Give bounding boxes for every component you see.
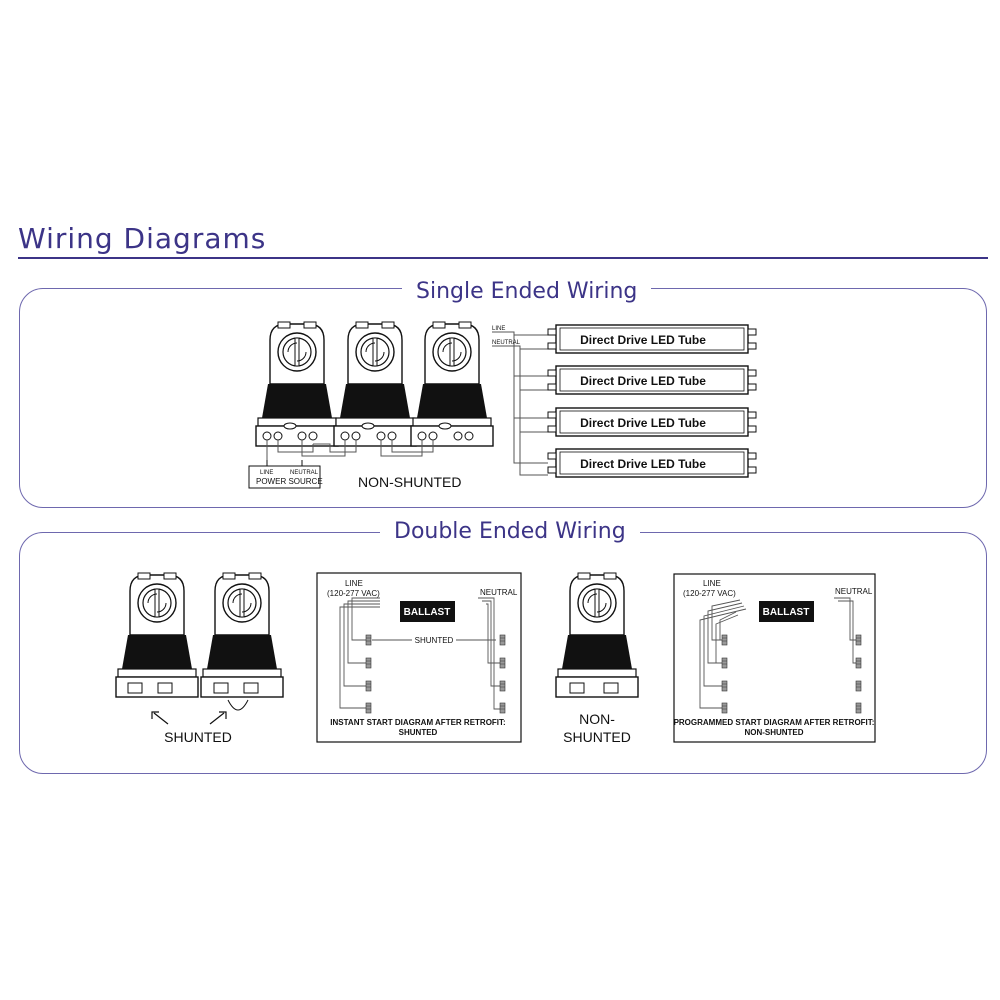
- instant-start-shunted-label: SHUNTED: [415, 636, 454, 645]
- power-source-line-label: LINE: [260, 470, 273, 476]
- instant-start-caption-line2: SHUNTED: [399, 728, 438, 737]
- shunted-socket-1: [115, 572, 199, 698]
- programmed-start-voltage-label: (120-277 VAC): [683, 589, 736, 598]
- power-source-neutral-label: NEUTRAL: [290, 470, 319, 476]
- single-ended-heading: Single Ended Wiring: [402, 278, 652, 306]
- instant-start-shunted-bg: [412, 634, 456, 644]
- led-tube-bus-wires: [492, 331, 548, 476]
- led-bus-neutral-label: NEUTRAL: [492, 340, 521, 346]
- programmed-start-neutral-label: NEUTRAL: [835, 587, 873, 596]
- shunted-socket-details: [127, 682, 259, 711]
- shunted-label: SHUNTED: [164, 729, 232, 745]
- single-ended-chain-wires: [266, 440, 434, 466]
- programmed-start-caption-line2: NON-SHUNTED: [744, 728, 803, 737]
- programmed-start-ballast-label: BALLAST: [763, 607, 810, 618]
- shunted-socket-2: [200, 572, 284, 698]
- title-divider: [18, 257, 988, 259]
- double-ended-heading: Double Ended Wiring: [380, 518, 640, 546]
- instant-start-neutral-label: NEUTRAL: [480, 588, 518, 597]
- led-tube-3-label: Direct Drive LED Tube: [580, 416, 706, 430]
- non-shunted-label-line1: NON-: [579, 711, 615, 727]
- instant-start-line-label: LINE: [345, 579, 363, 588]
- programmed-start-line-label: LINE: [703, 579, 721, 588]
- instant-start-ballast: [400, 601, 455, 622]
- programmed-start-caption-line1: PROGRAMMED START DIAGRAM AFTER RETROFIT:: [674, 718, 875, 727]
- instant-start-ballast-label: BALLAST: [404, 607, 451, 618]
- led-tube-4-label: Direct Drive LED Tube: [580, 457, 706, 471]
- power-source-label: POWER SOURCE: [256, 477, 323, 486]
- single-ended-socket-3: [410, 321, 494, 447]
- single-ended-socket-2: [333, 321, 417, 447]
- programmed-start-wires: [699, 597, 856, 709]
- instant-start-caption-line1: INSTANT START DIAGRAM AFTER RETROFIT:: [330, 718, 505, 727]
- single-ended-panel: [19, 288, 987, 508]
- led-tube-2-label: Direct Drive LED Tube: [580, 374, 706, 388]
- single-ended-non-shunted-label: NON-SHUNTED: [358, 474, 461, 490]
- non-shunted-label-line2: SHUNTED: [563, 729, 631, 745]
- shunted-arrows: [151, 711, 227, 725]
- instant-start-voltage-label: (120-277 VAC): [327, 589, 380, 598]
- power-source-box: [248, 460, 321, 489]
- led-bus-line-label: LINE: [492, 326, 505, 332]
- page-title: Wiring Diagrams: [18, 222, 267, 255]
- non-shunted-socket: [555, 572, 639, 698]
- led-tube-1-label: Direct Drive LED Tube: [580, 333, 706, 347]
- programmed-start-ballast: [759, 601, 814, 622]
- non-shunted-socket-details: [569, 682, 619, 694]
- instant-start-wires: [339, 597, 500, 710]
- single-ended-socket-1: [255, 321, 339, 447]
